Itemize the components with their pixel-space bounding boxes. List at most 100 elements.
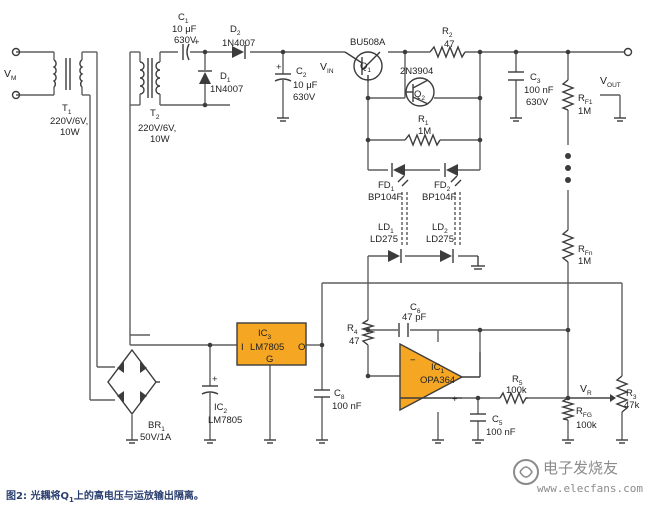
- label-vr: VR: [580, 383, 592, 397]
- label-t2-rating: 220V/6V,: [138, 123, 176, 134]
- label-fd2: FD2: [434, 180, 451, 193]
- label-c6: C6: [410, 302, 421, 315]
- components: [11, 43, 633, 444]
- component-labels: VM T1 220V/6V, 10W T2 220V/6V, 10W C1 10…: [4, 12, 640, 443]
- regulator-ic3: [236, 322, 307, 366]
- label-c1-voltage: 630V: [174, 35, 197, 46]
- transformer-t1: [52, 58, 84, 90]
- label-c6-value: 47 pF: [402, 312, 426, 323]
- label-d2: D2: [230, 24, 241, 37]
- label-d2-part: 1N4007: [222, 38, 255, 49]
- label-ld2: LD2: [432, 222, 448, 235]
- label-fd1: FD1: [378, 180, 395, 193]
- watermark: 电子发烧友 www.elecfans.com: [513, 459, 643, 495]
- label-ld1-part: LD275: [370, 234, 398, 245]
- label-q1: Q1: [360, 61, 371, 74]
- resistor-rf1: [561, 79, 575, 111]
- wires: [16, 51, 625, 440]
- label-r5: R5: [512, 374, 523, 387]
- label-t1-rating: 220V/6V,: [50, 116, 88, 127]
- resistor-rfg: [560, 397, 576, 421]
- label-r1-value: 1M: [418, 126, 431, 137]
- label-c3-value: 100 nF: [524, 85, 554, 96]
- label-fd2-part: BP104F: [422, 192, 457, 203]
- label-ic1: IC1: [431, 362, 445, 375]
- label-ic3-pin-in: I: [241, 342, 244, 353]
- optical-links: [401, 190, 461, 245]
- label-r4: R4: [347, 323, 358, 336]
- label-ic3-pin-out: O: [298, 342, 305, 353]
- label-r1: R1: [418, 114, 429, 127]
- watermark-brand: 电子发烧友: [543, 459, 618, 477]
- label-c2-plus: +: [276, 62, 282, 73]
- bridge-rectifier-br1: [107, 348, 160, 416]
- label-rfn-value: 1M: [578, 256, 591, 267]
- label-c8-value: 100 nF: [332, 401, 362, 412]
- figure-caption: 图2: 光耦将Q1上的高电压与运放输出隔离。: [6, 489, 204, 504]
- label-c1-value: 10 μF: [172, 24, 197, 35]
- watermark-url: www.elecfans.com: [537, 482, 643, 495]
- capacitor-ic2: [201, 385, 219, 395]
- label-c2-value: 10 μF: [293, 80, 318, 91]
- label-vin: VIN: [320, 61, 334, 75]
- label-ld2-part: LD275: [426, 234, 454, 245]
- transistor-q1: [344, 51, 383, 82]
- label-c3-voltage: 630V: [526, 97, 549, 108]
- label-vout: VOUT: [600, 75, 621, 89]
- label-r2-value: 47: [444, 39, 455, 50]
- label-t1-power: 10W: [60, 127, 80, 138]
- resistor-rfn: [561, 229, 575, 263]
- chain-dot-3: [565, 177, 571, 183]
- label-r4-value: 47: [349, 336, 360, 347]
- vm-terminal-bottom: [11, 90, 21, 100]
- label-fd1-part: BP104F: [368, 192, 403, 203]
- label-opamp-minus: −: [410, 355, 416, 366]
- label-ld1: LD1: [378, 222, 394, 235]
- photodiode-fd2: [444, 163, 462, 187]
- label-q2-part: 2N3904: [400, 66, 433, 77]
- diode-d2: [232, 45, 246, 59]
- label-ic2-plus: +: [212, 374, 218, 385]
- label-opamp-plus: +: [452, 394, 458, 405]
- label-rfn: RFn: [578, 244, 593, 257]
- diode-d1: [198, 70, 212, 84]
- chain-dot-2: [565, 165, 571, 171]
- label-t1: T1: [62, 103, 72, 116]
- led-ld1: [388, 249, 402, 263]
- label-q2: Q2: [414, 89, 425, 102]
- label-c1-plus: +: [194, 37, 200, 48]
- label-c2: C2: [296, 66, 307, 79]
- resistor-r5: [499, 391, 528, 405]
- ground-led: [471, 256, 485, 270]
- potentiometer-r3: [610, 375, 629, 413]
- label-r5-value: 100k: [506, 385, 527, 396]
- label-br1-rating: 50V/1A: [140, 432, 172, 443]
- transistor-q2: [405, 77, 435, 107]
- vout-terminal: [623, 47, 633, 57]
- label-ic1-part: OPA364: [420, 375, 455, 386]
- resistor-r4: [360, 319, 376, 346]
- transformer-t2: [130, 51, 161, 106]
- label-ic3-pin-g: G: [266, 354, 273, 365]
- label-c5: C5: [492, 414, 503, 427]
- label-ic2-part: LM7805: [208, 415, 242, 426]
- vm-terminal-top: [11, 47, 21, 57]
- junction-dots: [202, 49, 571, 401]
- label-rfg: RFG: [576, 406, 592, 419]
- label-d1: D1: [220, 71, 231, 84]
- label-ic3: IC3: [258, 328, 272, 341]
- capacitor-c8: [314, 389, 330, 398]
- label-d1-part: 1N4007: [210, 84, 243, 95]
- label-r3: R3: [626, 388, 637, 401]
- label-rf1-value: 1M: [578, 106, 591, 117]
- label-c5-value: 100 nF: [486, 427, 516, 438]
- chain-dot-1: [565, 153, 571, 159]
- label-t2-power: 10W: [150, 134, 170, 145]
- capacitor-c1: [182, 43, 190, 61]
- label-rf1: RF1: [578, 93, 593, 106]
- label-c8: C8: [334, 388, 345, 401]
- resistor-r2: [429, 45, 466, 59]
- watermark-logo-icon: [513, 459, 539, 485]
- led-ld2: [440, 249, 454, 263]
